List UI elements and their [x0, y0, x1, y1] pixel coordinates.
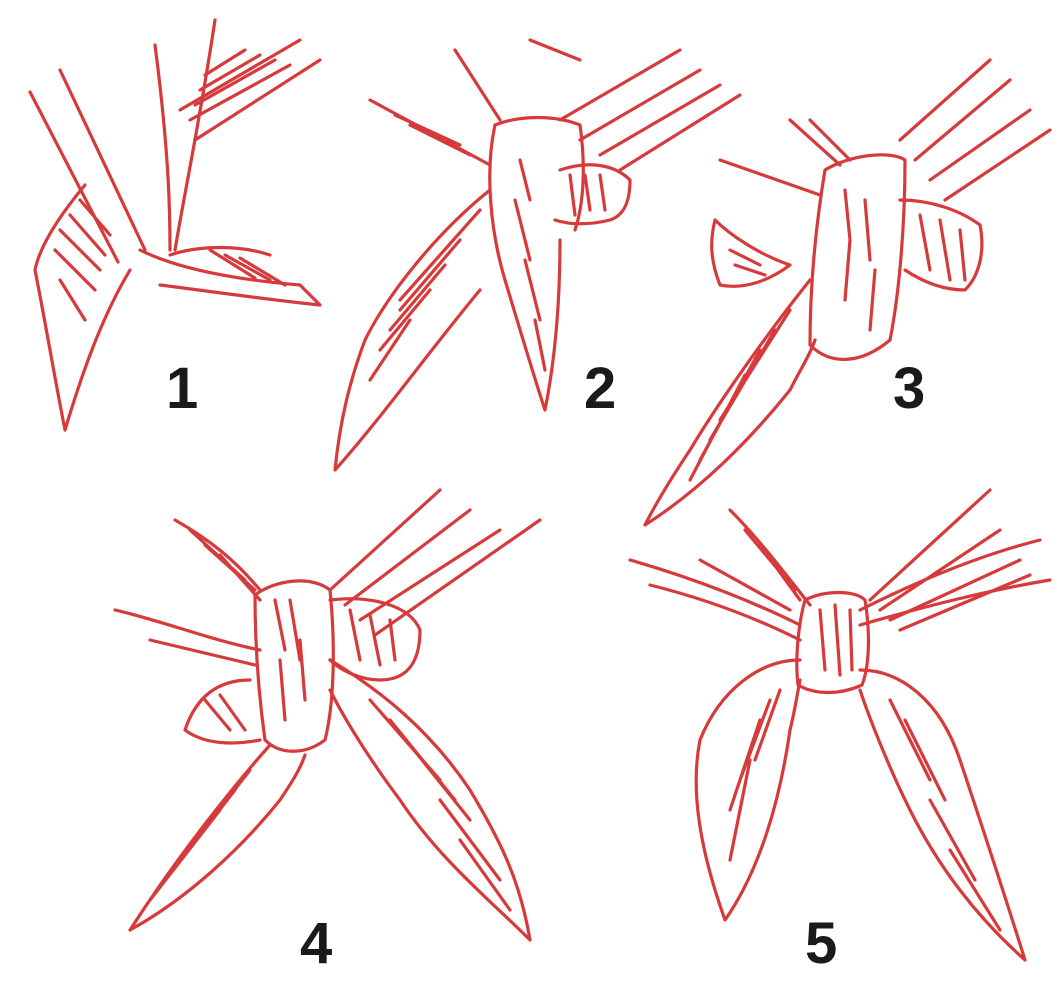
scarf-knot-tightening-icon [115, 490, 540, 940]
step-number-2: 2 [584, 360, 616, 418]
step-number-3: 3 [893, 360, 925, 418]
step-number-5: 5 [805, 915, 837, 973]
scarf-loop-through-icon [645, 60, 1050, 525]
scarf-finished-knot-icon [630, 490, 1050, 960]
step-number-1: 1 [166, 360, 198, 418]
step-number-4: 4 [300, 915, 332, 973]
scarf-wrapped-end-icon [335, 40, 740, 470]
